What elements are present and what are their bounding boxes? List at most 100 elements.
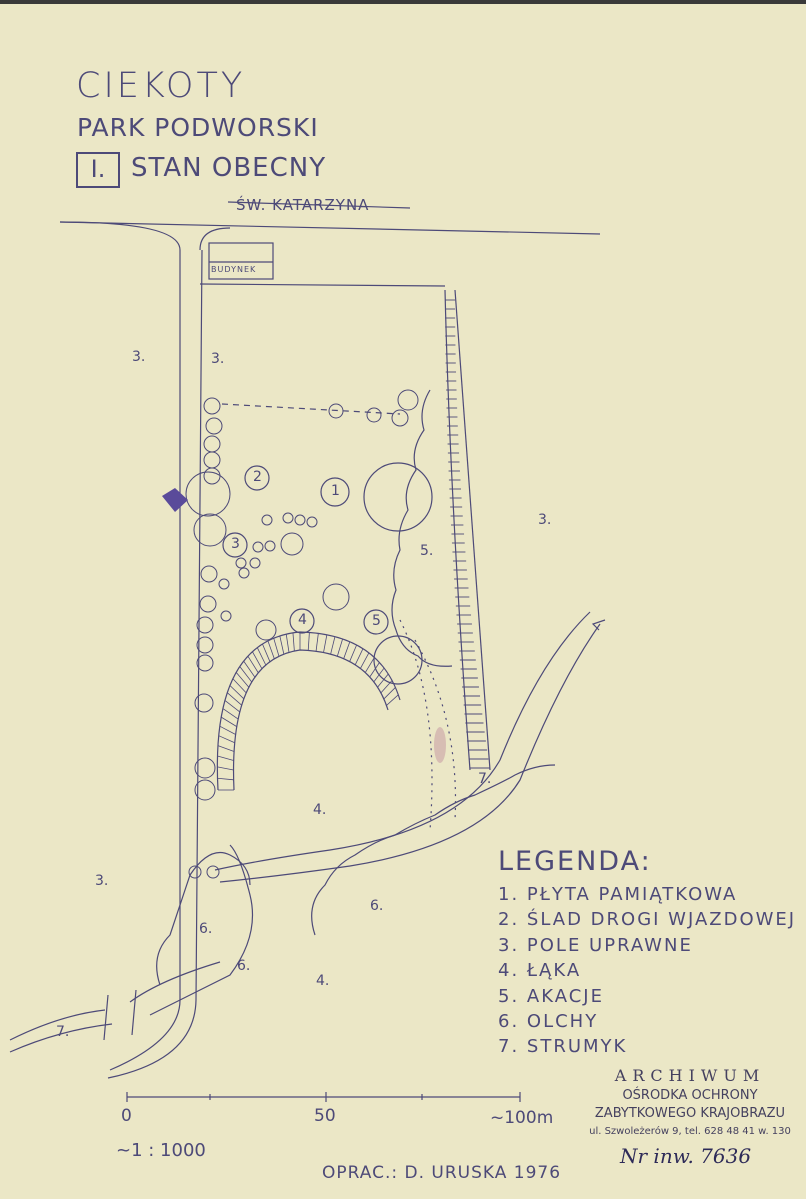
tree-icon	[264, 540, 276, 552]
hatch-line	[217, 766, 234, 771]
alder-grove-west	[156, 851, 251, 986]
acacia-scallop	[391, 389, 453, 667]
lane-east-edge	[107, 249, 203, 1079]
section-title: STAN OBECNY	[131, 153, 327, 183]
tree-icon	[252, 541, 264, 553]
tree-icon	[194, 779, 216, 801]
scan-edge	[0, 0, 806, 4]
hatch-line	[323, 634, 328, 653]
tree-icon	[205, 417, 223, 435]
hatch-line	[217, 777, 234, 781]
hatch-line	[219, 725, 236, 735]
legend-item: 2. ŚLAD DROGI WJAZDOWEJ	[498, 909, 797, 931]
hatch-line	[243, 660, 256, 678]
marker-circle-2	[244, 465, 270, 491]
tree-icon	[196, 616, 214, 634]
marker-circle-3	[222, 532, 248, 558]
hatch-line	[267, 640, 275, 659]
marker-circle-5	[363, 609, 389, 635]
acacia-edge-east	[454, 289, 491, 771]
area-label-stream: 7.	[478, 771, 492, 787]
dashed-path	[221, 403, 401, 415]
map-subtitle: PARK PODWORSKI	[77, 113, 319, 142]
road-underline	[227, 201, 411, 209]
scale-label-0: 0	[121, 1106, 132, 1126]
tree-icon	[328, 403, 344, 419]
road-line	[59, 221, 601, 235]
acacia-edge-west	[444, 289, 471, 771]
large-linden	[363, 462, 433, 532]
building	[208, 242, 274, 280]
hatch-line	[315, 633, 319, 652]
hatch-line	[360, 652, 370, 669]
stamp-line: ZABYTKOWEGO KRAJOBRAZU	[594, 1106, 786, 1121]
legend-item: 4. ŁĄKA	[498, 960, 582, 982]
hatch-line	[247, 655, 259, 673]
author-line: OPRAC.: D. URUSKA 1976	[322, 1163, 562, 1183]
tree-icon	[203, 467, 221, 485]
tree-icon	[193, 513, 227, 547]
tree-icon	[306, 516, 318, 528]
hatch-line	[262, 643, 271, 662]
marker-5: 5	[372, 613, 381, 629]
road-label: ŚW. KATARZYNA	[236, 196, 370, 214]
tree-icon	[255, 619, 277, 641]
area-label-meadow: 4.	[313, 802, 327, 818]
hatch-line	[386, 694, 399, 706]
dotted-trail	[399, 619, 433, 831]
marker-circle-4	[289, 608, 315, 634]
legend-item: 5. AKACJE	[498, 985, 604, 1007]
area-label-meadow: 4.	[316, 973, 330, 989]
hatch-line	[285, 634, 290, 653]
hatch-line	[292, 632, 295, 652]
area-label-field: 3.	[211, 351, 225, 367]
marker-1: 1	[331, 483, 340, 499]
tree-icon	[199, 595, 217, 613]
tree-icon	[391, 409, 409, 427]
stamp-line: ARCHIWUM	[614, 1066, 766, 1085]
marker-3: 3	[231, 536, 240, 552]
stream-west-north	[9, 1009, 106, 1041]
hatch-line	[239, 666, 253, 683]
hatch-line	[377, 673, 389, 688]
tree-icon	[203, 451, 221, 469]
hatch-line	[354, 648, 364, 665]
stain	[434, 727, 446, 763]
tree-icon	[196, 654, 214, 672]
stream-west-link	[129, 961, 221, 1003]
area-label-field: 3.	[95, 873, 109, 889]
marker-4: 4	[298, 612, 307, 628]
hatch-line	[383, 687, 396, 700]
hatch-line	[343, 641, 351, 659]
hatch-line	[307, 632, 310, 651]
hatch-line	[217, 745, 235, 752]
culvert-a	[103, 994, 109, 1041]
hatch-line	[232, 678, 247, 694]
area-label-alder: 6.	[237, 958, 251, 974]
dotted-trail-2	[414, 639, 457, 821]
stamp-line: OŚRODKA OCHRONY	[622, 1088, 758, 1103]
hatch-line	[252, 651, 263, 669]
hatch-line	[235, 672, 250, 688]
area-label-alder: 6.	[199, 921, 213, 937]
legend-item: 3. POLE UPRAWNE	[498, 934, 693, 956]
section-number: I.	[76, 152, 120, 188]
scale-label-50: 50	[314, 1106, 336, 1126]
tree-icon	[185, 471, 231, 517]
hatch-line	[330, 636, 336, 655]
entrance-marker	[162, 488, 188, 512]
hatch-line	[349, 644, 357, 662]
stream-north-bank	[214, 611, 591, 871]
tree-icon	[206, 865, 220, 879]
map-title: CIEKOTY	[76, 66, 246, 106]
alder-grove-west-2	[149, 844, 253, 1016]
area-label-acacia: 5.	[420, 543, 434, 559]
hatch-line	[273, 638, 280, 657]
scale-label-100: ~100m	[490, 1108, 554, 1128]
tree-icon	[194, 693, 214, 713]
acacia-hatching	[445, 299, 490, 769]
tree-icon	[220, 610, 232, 622]
area-label-field: 3.	[132, 349, 146, 365]
